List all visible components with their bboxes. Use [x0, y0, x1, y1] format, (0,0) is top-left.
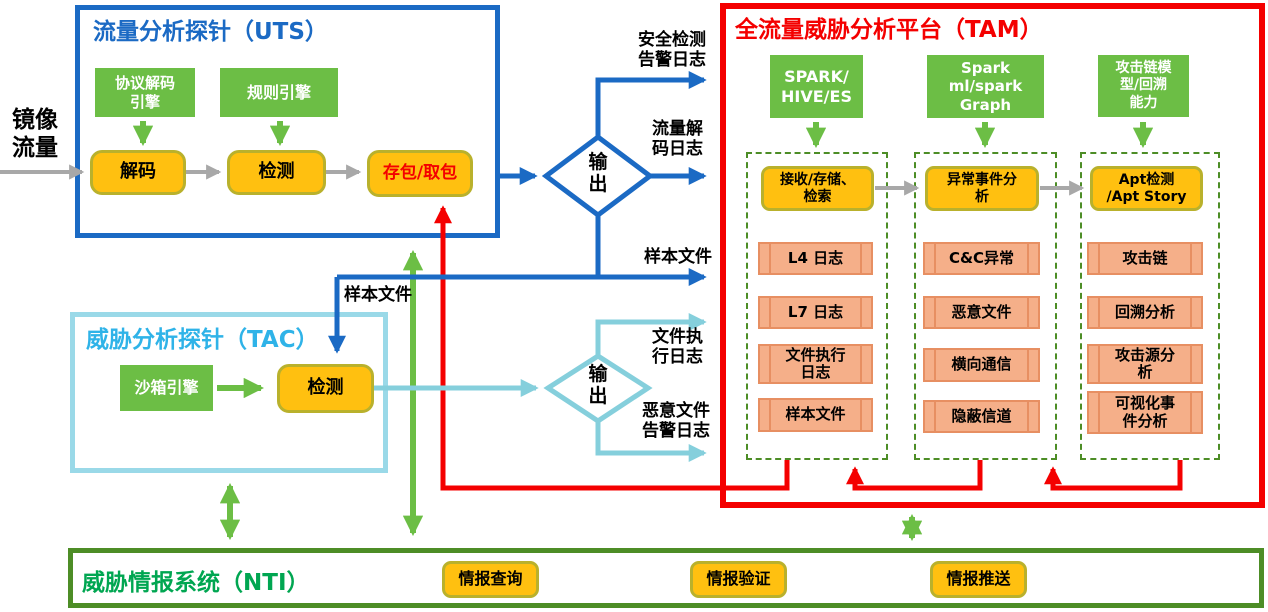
tac-detect-node: 检测: [277, 364, 374, 413]
tam-stage-apt-detect: Apt检测 /Apt Story: [1090, 166, 1203, 211]
tam-engine-spark-ml-graph: Spark ml/spark Graph: [927, 55, 1044, 118]
tam-item-sample-file: 样本文件: [758, 398, 873, 432]
nti-title: 威胁情报系统（NTI）: [82, 570, 310, 596]
tam-item-malicious-file: 恶意文件: [923, 296, 1040, 329]
nti-intel-verify: 情报验证: [690, 561, 787, 598]
uts-packet-store-node: 存包/取包: [367, 150, 473, 197]
tam-column-anomalies: [914, 152, 1057, 460]
tam-item-covert-channel: 隐蔽信道: [923, 400, 1040, 433]
tam-engine-attack-chain-model: 攻击链模 型/回溯 能力: [1098, 55, 1189, 117]
tam-item-cc-anomaly: C&C异常: [923, 242, 1040, 275]
nti-panel: [68, 548, 1264, 608]
tam-engine-spark-hive-es: SPARK/ HIVE/ES: [770, 55, 863, 118]
tam-item-l7-log: L7 日志: [758, 296, 873, 329]
tac-title: 威胁分析探针（TAC）: [86, 327, 319, 353]
label-traffic-decode-log: 流量解 码日志: [652, 119, 703, 160]
tam-item-attack-chain: 攻击链: [1087, 242, 1203, 275]
label-sample-file-to-tac: 样本文件: [344, 285, 412, 305]
output-diamond-uts-label: 输 出: [588, 151, 608, 195]
nti-intel-query: 情报查询: [442, 561, 539, 598]
uts-decode-node: 解码: [90, 150, 186, 195]
tam-item-attack-source: 攻击源分 析: [1087, 344, 1203, 384]
nti-intel-push: 情报推送: [930, 561, 1027, 598]
tam-stage-anomaly-analysis: 异常事件分 析: [925, 166, 1039, 211]
label-malicious-alert-log: 恶意文件 告警日志: [642, 401, 710, 442]
label-sample-file-to-tam: 样本文件: [644, 247, 712, 267]
label-file-exec-log: 文件执 行日志: [652, 327, 703, 368]
tam-item-visual-event: 可视化事 件分析: [1087, 391, 1203, 434]
output-diamond-tac-label: 输 出: [588, 363, 608, 407]
tam-item-file-exec-log: 文件执行 日志: [758, 344, 873, 384]
tam-item-l4-log: L4 日志: [758, 242, 873, 275]
tam-title: 全流量威胁分析平台（TAM）: [735, 17, 1043, 43]
tam-stage-receive-store: 接收/存储、 检索: [761, 166, 874, 211]
uts-protocol-decode-engine: 协议解码 引擎: [95, 68, 195, 117]
uts-rule-engine: 规则引擎: [220, 68, 338, 117]
label-security-alert-log: 安全检测 告警日志: [638, 30, 706, 71]
uts-detect-node: 检测: [227, 150, 326, 195]
tam-column-apt: [1080, 152, 1220, 460]
tac-sandbox-engine: 沙箱引擎: [120, 365, 213, 411]
tam-item-traceback-analysis: 回溯分析: [1087, 296, 1203, 329]
tam-item-lateral-comm: 横向通信: [923, 348, 1040, 382]
mirror-traffic-label: 镜像 流量: [12, 107, 58, 161]
uts-title: 流量分析探针（UTS）: [93, 19, 328, 45]
